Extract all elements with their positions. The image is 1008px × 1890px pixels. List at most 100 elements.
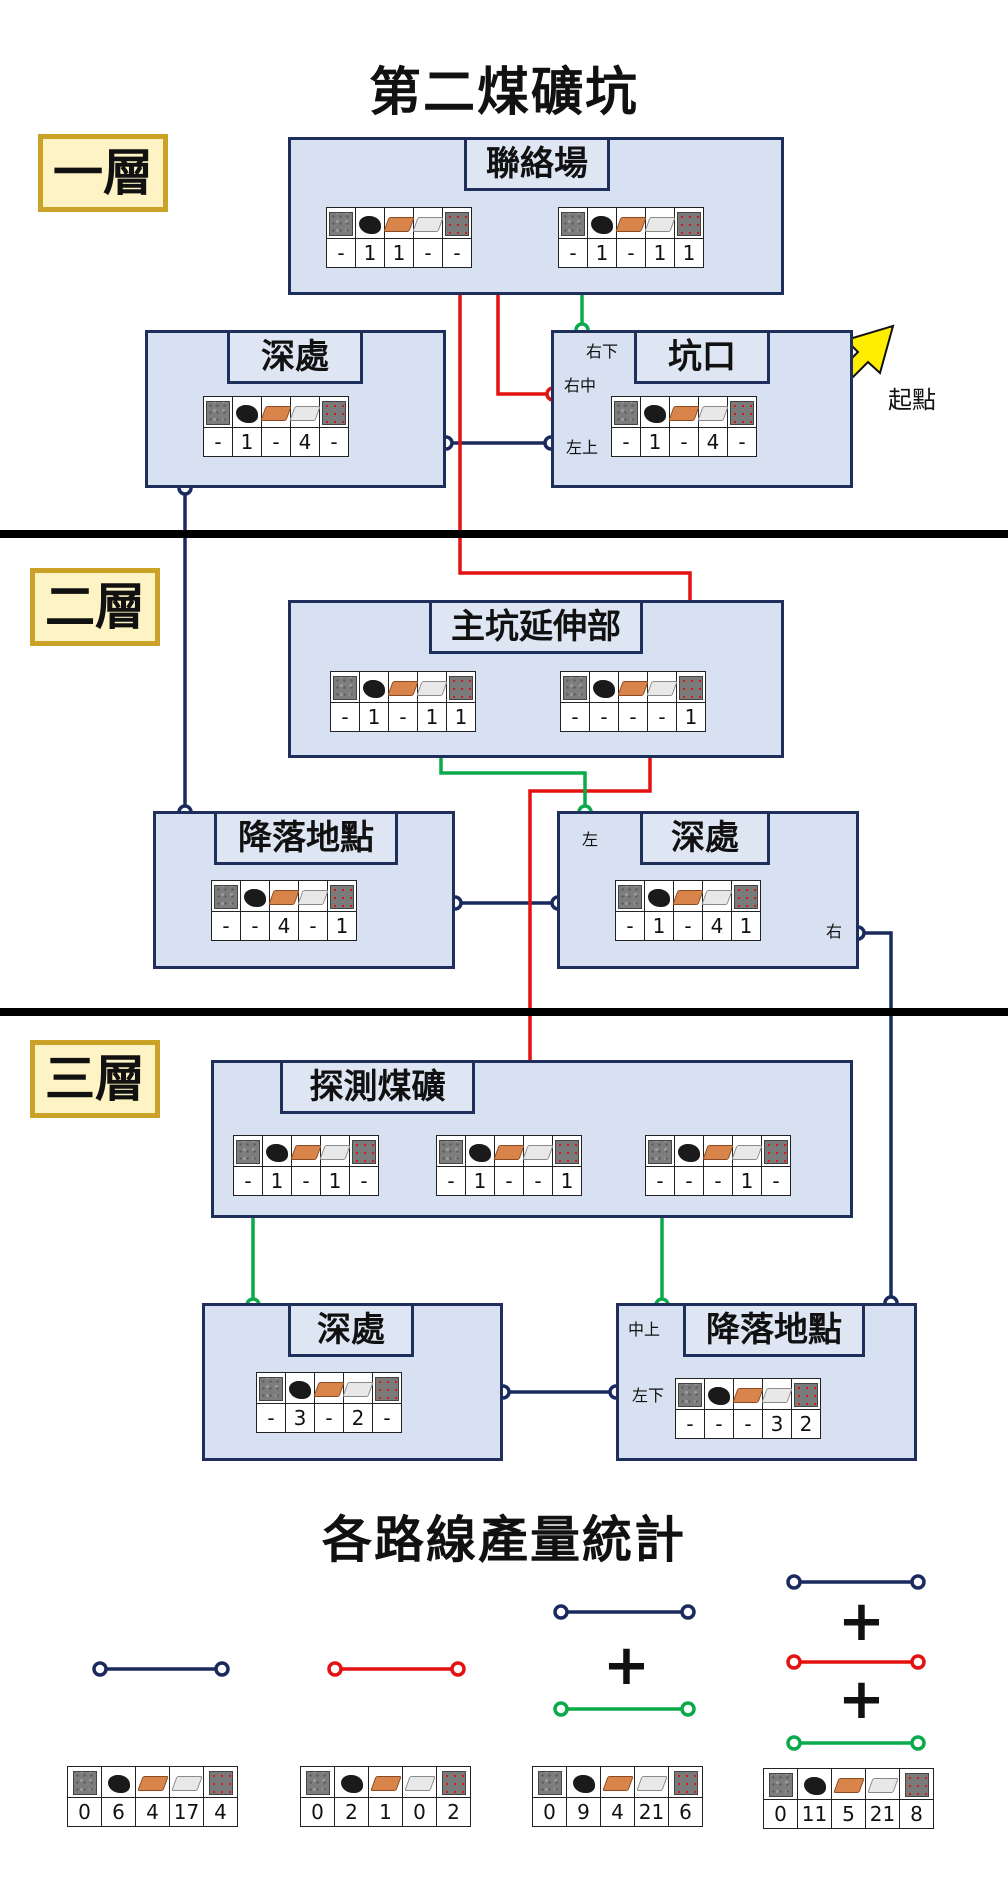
ore-count-cell: 21 bbox=[865, 1799, 900, 1829]
ore-table-f3-deep-0: -3-2- bbox=[256, 1372, 402, 1433]
plus-symbol-c: + bbox=[838, 1667, 885, 1732]
stone-icon bbox=[333, 675, 357, 700]
ore-count-cell: - bbox=[203, 427, 233, 457]
copper-ingot-icon bbox=[732, 1388, 764, 1403]
stone-icon bbox=[206, 400, 230, 425]
ore-count-cell: - bbox=[733, 1409, 763, 1439]
ore-count-cell: 4 bbox=[698, 427, 728, 457]
stats-title: 各路線產量統計 bbox=[322, 1511, 686, 1569]
ore-count-cell: - bbox=[761, 1166, 791, 1196]
redstone-ore-icon bbox=[330, 884, 354, 909]
iron-ingot-icon bbox=[412, 217, 444, 232]
ore-count-cell: - bbox=[589, 702, 619, 732]
coal-icon bbox=[678, 1143, 700, 1162]
iron-ingot-icon bbox=[701, 890, 733, 905]
ore-count-cell: - bbox=[372, 1403, 402, 1433]
ore-count-cell: 4 bbox=[135, 1797, 170, 1827]
stone-icon bbox=[439, 1139, 463, 1164]
ore-count-cell: 3 bbox=[285, 1403, 315, 1433]
ore-count-cell: - bbox=[256, 1403, 286, 1433]
ore-count-cell: 4 bbox=[290, 427, 320, 457]
ore-count-cell: - bbox=[436, 1166, 466, 1196]
coal-icon bbox=[340, 1774, 363, 1793]
redstone-ore-icon bbox=[794, 1382, 818, 1407]
room-title-f2-landing: 降落地點 bbox=[214, 811, 398, 865]
ore-count-cell: - bbox=[611, 427, 641, 457]
stone-icon bbox=[678, 1382, 702, 1407]
ore-count-cell: 4 bbox=[269, 911, 299, 941]
ore-count-cell: - bbox=[233, 1166, 263, 1196]
ore-count-cell: - bbox=[261, 427, 291, 457]
port-label-entry-right-mid: 右中 bbox=[564, 376, 597, 395]
iron-ingot-icon bbox=[522, 1145, 554, 1160]
ore-count-cell: - bbox=[645, 1166, 675, 1196]
ore-count-cell: - bbox=[703, 1166, 733, 1196]
ore-count-cell: 21 bbox=[634, 1797, 669, 1827]
coal-icon bbox=[236, 404, 258, 423]
copper-ingot-icon bbox=[617, 681, 649, 696]
floor-label-3: 三層 bbox=[30, 1040, 160, 1118]
floor-divider-2-3 bbox=[0, 1008, 1008, 1016]
iron-ingot-icon bbox=[646, 681, 678, 696]
ore-count-cell: 1 bbox=[417, 702, 447, 732]
coal-icon bbox=[708, 1386, 730, 1405]
legend-blue-route-node bbox=[214, 1661, 230, 1677]
iron-ingot-icon bbox=[644, 217, 676, 232]
redstone-ore-icon bbox=[764, 1139, 788, 1164]
copper-ingot-icon bbox=[702, 1145, 734, 1160]
iron-ingot-icon bbox=[761, 1388, 793, 1403]
floor-label-2: 二層 bbox=[30, 568, 160, 646]
stone-icon bbox=[537, 1770, 562, 1795]
coal-icon bbox=[107, 1774, 130, 1793]
legend-combo-a-blue-node bbox=[553, 1604, 569, 1620]
copper-ingot-icon bbox=[136, 1776, 169, 1791]
stone-icon bbox=[214, 884, 238, 909]
ore-count-cell: 3 bbox=[762, 1409, 792, 1439]
stone-icon bbox=[561, 211, 585, 236]
iron-ingot-icon bbox=[635, 1776, 668, 1791]
redstone-ore-icon bbox=[322, 400, 346, 425]
legend-combo-a-green-node bbox=[553, 1701, 569, 1717]
room-title-f2-deep: 深處 bbox=[640, 811, 770, 865]
port-label-f2deep-left: 左 bbox=[582, 830, 599, 849]
redstone-ore-icon bbox=[679, 675, 703, 700]
copper-ingot-icon bbox=[615, 217, 647, 232]
legend-combo-b-blue-node bbox=[910, 1574, 926, 1590]
redstone-ore-icon bbox=[904, 1772, 929, 1797]
ore-count-cell: 0 bbox=[763, 1799, 798, 1829]
copper-ingot-icon bbox=[290, 1145, 322, 1160]
room-title-f1-deep: 深處 bbox=[227, 330, 363, 384]
coal-icon bbox=[359, 215, 381, 234]
red-route-main-to-explore bbox=[528, 735, 652, 1134]
ore-count-cell: 1 bbox=[384, 238, 414, 268]
ore-count-cell: - bbox=[291, 1166, 321, 1196]
redstone-ore-icon bbox=[673, 1770, 698, 1795]
legend-red-route-node bbox=[327, 1661, 343, 1677]
ore-count-cell: 1 bbox=[640, 427, 670, 457]
copper-ingot-icon bbox=[369, 1776, 402, 1791]
ore-count-cell: 0 bbox=[532, 1797, 567, 1827]
room-title-f3-deep: 深處 bbox=[288, 1303, 414, 1357]
ore-count-cell: - bbox=[319, 427, 349, 457]
legend-combo-a-green-node bbox=[680, 1701, 696, 1717]
stone-icon bbox=[236, 1139, 260, 1164]
legend-combo-b-red-node bbox=[910, 1654, 926, 1670]
redstone-ore-icon bbox=[445, 211, 469, 236]
ore-count-cell: 5 bbox=[831, 1799, 866, 1829]
ore-count-cell: 6 bbox=[668, 1797, 703, 1827]
ore-count-cell: 11 bbox=[797, 1799, 832, 1829]
ore-count-cell: 1 bbox=[232, 427, 262, 457]
stone-icon bbox=[305, 1770, 330, 1795]
stone-icon bbox=[259, 1376, 283, 1401]
room-title-f2-main: 主坑延伸部 bbox=[429, 600, 643, 654]
stone-icon bbox=[329, 211, 353, 236]
coal-icon bbox=[469, 1143, 491, 1162]
ore-count-cell: - bbox=[669, 427, 699, 457]
ore-count-cell: 1 bbox=[368, 1797, 403, 1827]
ore-table-f1-deep-0: -1-4- bbox=[203, 396, 349, 457]
floor-label-1: 一層 bbox=[38, 134, 168, 212]
ore-count-cell: - bbox=[675, 1409, 705, 1439]
iron-ingot-icon bbox=[403, 1776, 436, 1791]
redstone-ore-icon bbox=[208, 1770, 233, 1795]
